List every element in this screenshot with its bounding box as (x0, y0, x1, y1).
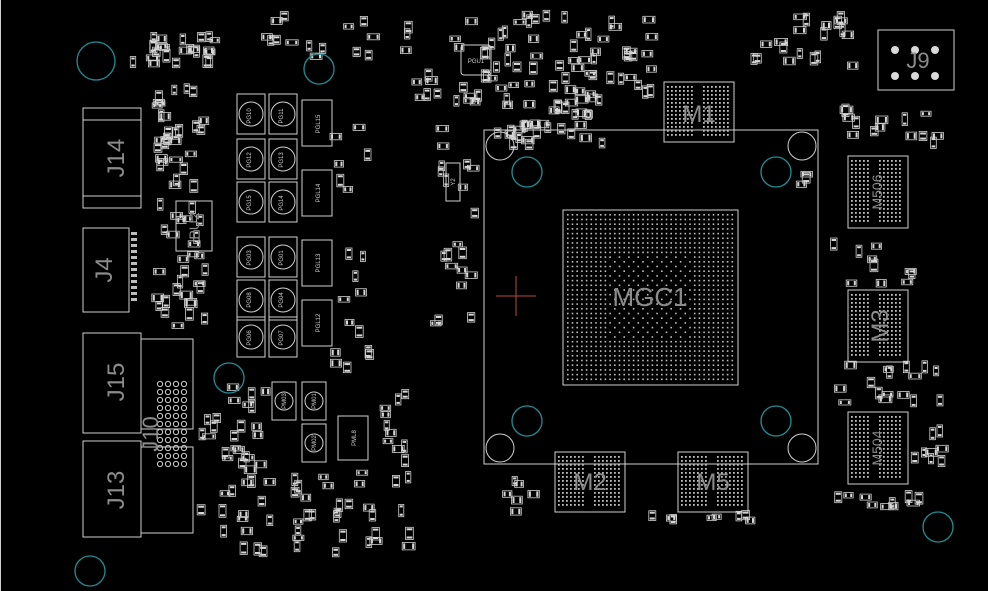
chip-label: PG03 (247, 250, 253, 266)
passive-components (129, 9, 949, 558)
chip-label: PG06 (247, 330, 253, 346)
chip-label: PGL12 (316, 313, 322, 332)
connector-j10-pins (156, 380, 188, 468)
connector-label: J9 (906, 48, 929, 73)
chip-label: PU2 (186, 212, 202, 239)
memory-chip-m5: M5 (677, 451, 749, 513)
gpu-label: MGC1 (612, 282, 687, 312)
memory-chip-m3: M3 (847, 289, 909, 363)
chip-label: PM01 (312, 393, 318, 409)
connector-j13: J13 (82, 440, 194, 538)
memory-chip-m1: M1 (663, 81, 735, 143)
connector-label: J15 (103, 363, 130, 402)
memory-label: M2 (573, 469, 606, 496)
chip-label: Y2 (451, 178, 457, 186)
connector-label: J13 (103, 471, 130, 510)
memory-chip-m2: M2 (554, 451, 626, 513)
connector-label: J4 (91, 257, 118, 282)
mount-hole (303, 53, 335, 85)
memory-label: M506 (869, 174, 885, 209)
chip-label: PGL13 (316, 253, 322, 272)
crystal-y2: Y2 (445, 162, 461, 202)
mount-hole (511, 156, 543, 188)
chip-label: PG11 (279, 108, 285, 124)
chip-label: PM03 (282, 393, 288, 409)
chip-label: PG13 (279, 152, 285, 168)
pu2-chip: PU2 (175, 200, 213, 252)
gpu-package: MGC1 (483, 129, 819, 465)
chip-label: PG01 (279, 250, 285, 266)
memory-chip-m504: M504 (847, 411, 909, 485)
chip-label: PM02 (312, 435, 318, 451)
connector-j15: J15 (82, 332, 194, 434)
memory-label: M3 (867, 309, 894, 342)
mount-hole (760, 156, 792, 188)
chip-label: PGL15 (316, 114, 322, 133)
chip-label: PG04 (279, 292, 285, 308)
power-stage: PG10 PG11 PG12 PG13 PG15 PG14 PG03 PG01 … (236, 93, 369, 463)
chip-label: PG14 (279, 195, 285, 211)
left-connectors: J14 J4 J15 J13 J10 (82, 107, 194, 538)
memory-chip-m506: M506 (847, 155, 909, 229)
memory-label: M504 (869, 430, 885, 465)
mount-hole (511, 405, 543, 437)
connector-j9: J9 (877, 29, 955, 91)
chip-label: PGL14 (316, 183, 322, 202)
chip-label: PGU1 (468, 59, 485, 65)
connector-label: J10 (138, 416, 163, 451)
mount-hole (76, 41, 116, 81)
chip-label: PG08 (247, 292, 253, 308)
mount-hole (922, 511, 954, 543)
chip-label: PG12 (247, 152, 253, 168)
memory-chips: M1 M2 M5 M506 M3 M504 (554, 81, 909, 513)
chip-label: PML8 (352, 430, 358, 446)
pgu1-chip: PGU1 (460, 44, 492, 76)
chip-label: PG10 (247, 108, 253, 124)
connector-j4: J4 (82, 227, 130, 313)
connector-j14: J14 (82, 107, 142, 209)
chip-label: PG07 (279, 330, 285, 346)
connector-label: J14 (103, 139, 130, 178)
memory-label: M1 (682, 101, 715, 128)
mount-hole (760, 405, 792, 437)
mount-hole (213, 362, 245, 394)
mounting-holes (74, 41, 954, 587)
mount-hole (74, 555, 106, 587)
chip-label: PG15 (247, 195, 253, 211)
memory-label: M5 (696, 469, 729, 496)
